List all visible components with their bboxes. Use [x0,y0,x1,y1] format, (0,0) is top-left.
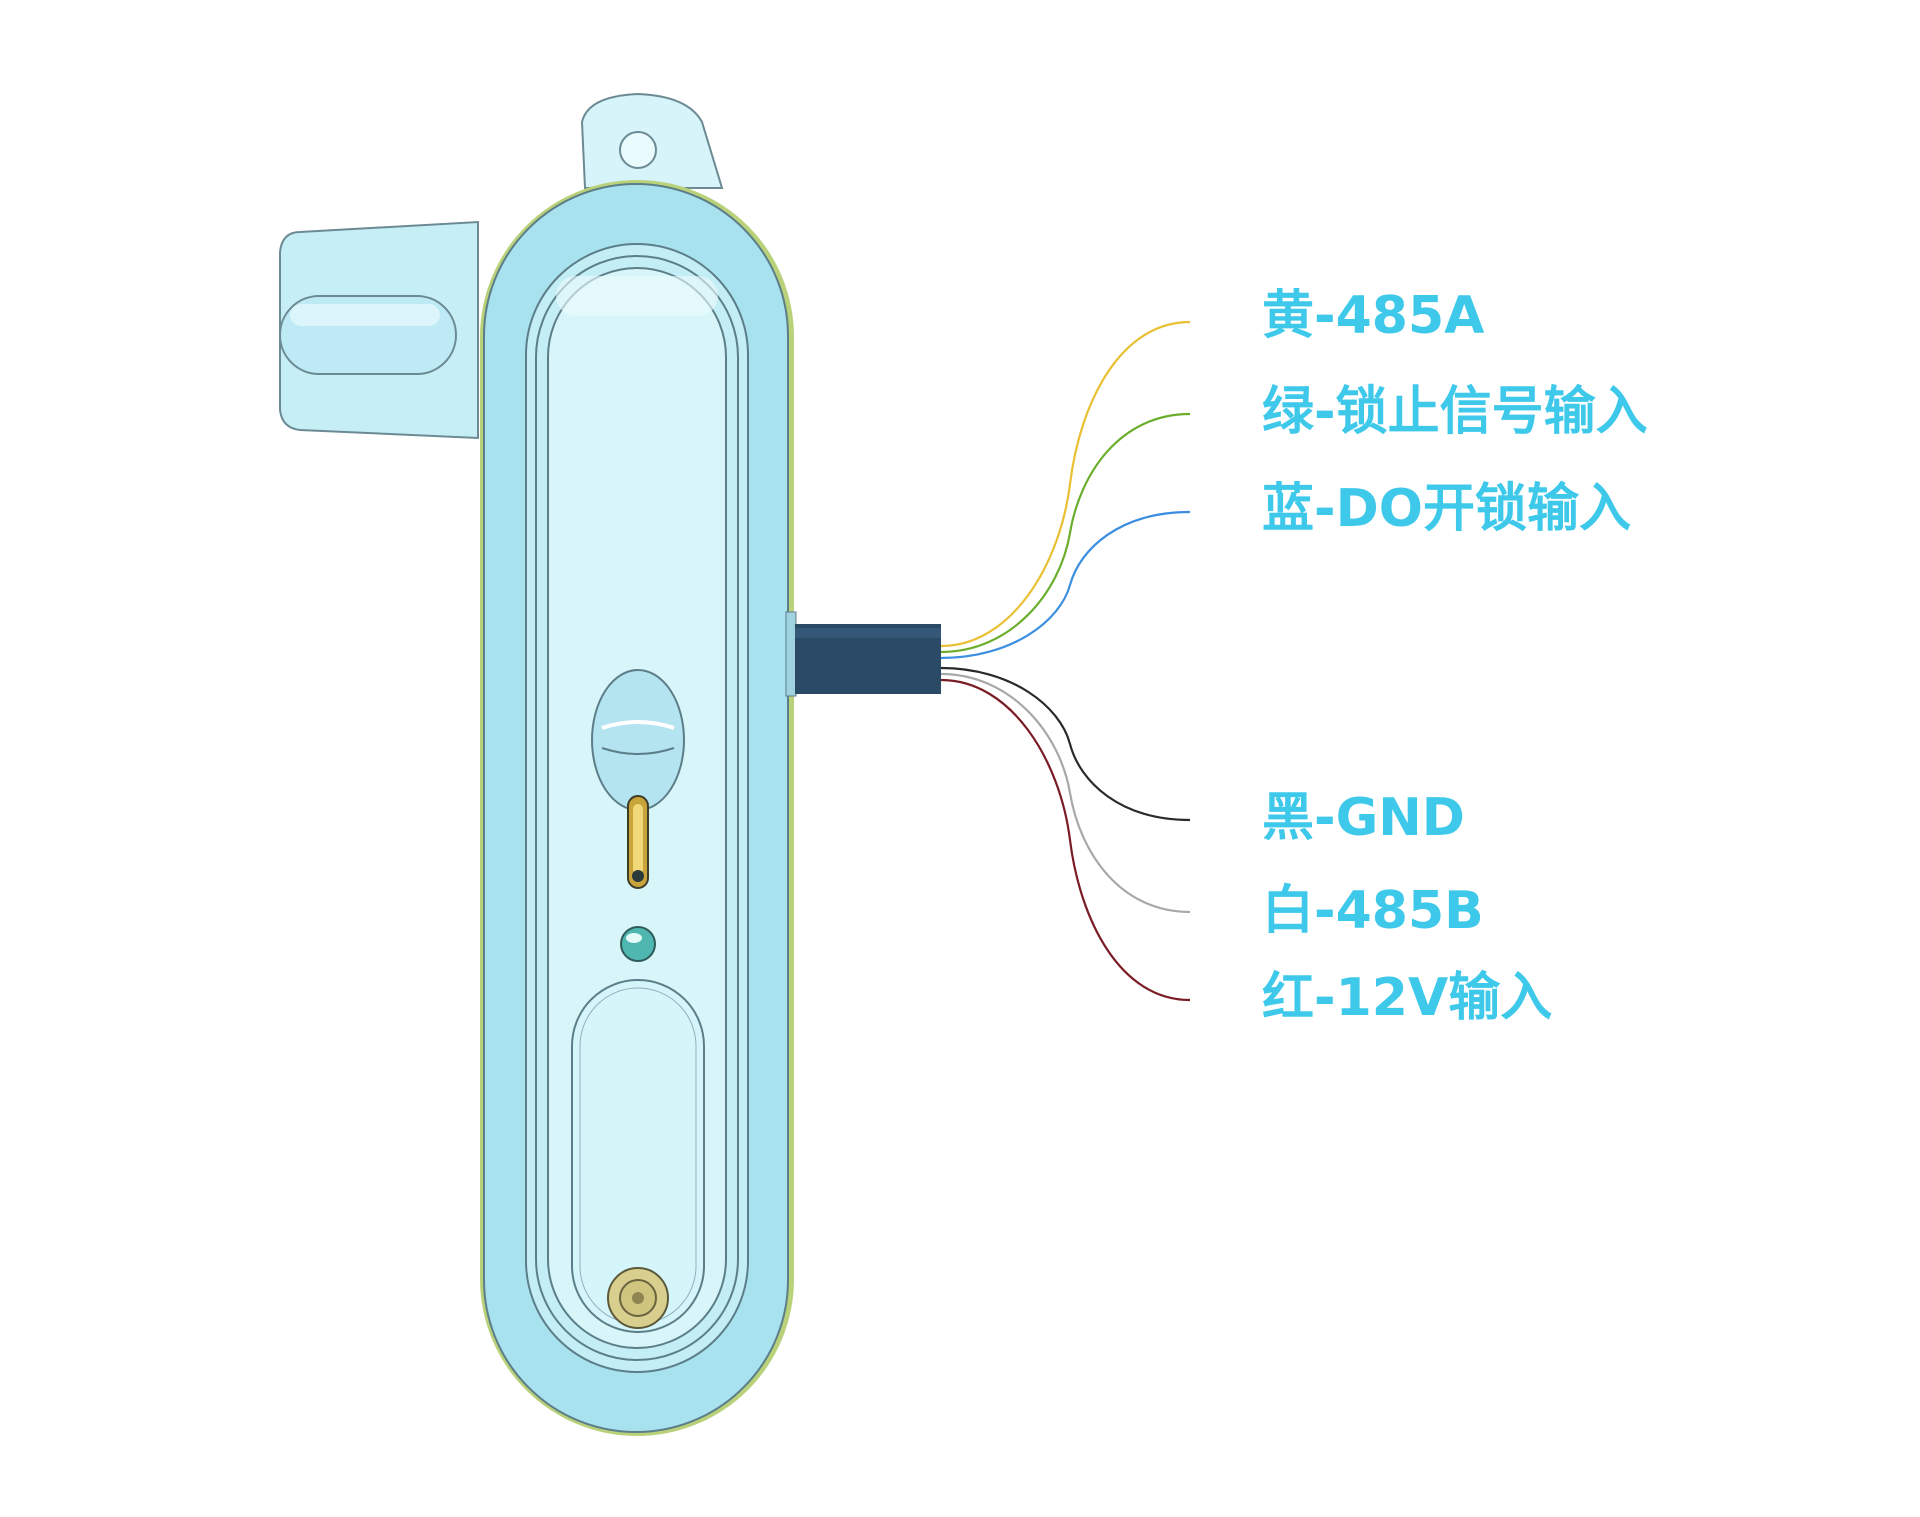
label-red: 红-12V输入 [1262,968,1552,1028]
wire-black [940,666,1191,822]
label-blue: 蓝-DO开锁输入 [1262,479,1631,539]
wire-labels: 黄-485A 绿-锁止信号输入 蓝-DO开锁输入 黑-GND 白-485B 红-… [1262,286,1648,1028]
lug-hole [619,131,657,169]
push-button [591,669,685,811]
wire-layer [940,320,1191,1002]
wire-blue [940,510,1191,660]
wire-red [940,678,1191,1002]
label-green: 绿-锁止信号输入 [1262,382,1648,442]
label-black: 黑-GND [1262,788,1465,848]
lock-handle [279,92,797,1436]
lower-panel [571,979,705,1333]
status-led [620,926,656,962]
wire-white [940,672,1191,914]
wire-green [940,412,1191,654]
label-yellow: 黄-485A [1262,286,1484,346]
label-white: 白-485B [1262,881,1484,941]
cable-port [785,611,797,697]
wire-yellow [940,320,1191,648]
